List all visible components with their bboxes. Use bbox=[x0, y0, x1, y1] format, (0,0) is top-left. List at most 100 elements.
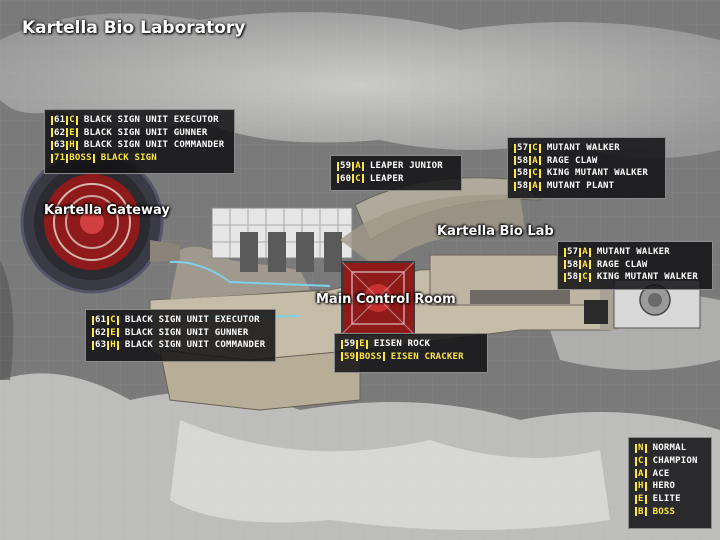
bracket-bar bbox=[564, 272, 566, 282]
bracket-bar bbox=[92, 328, 94, 338]
level-value: 62 bbox=[54, 127, 66, 138]
bracket-bar bbox=[341, 352, 343, 362]
rank-value: BOSS bbox=[69, 153, 92, 164]
enemy-name: MUTANT WALKER bbox=[596, 247, 670, 258]
bracket-bar bbox=[75, 140, 78, 150]
bracket-bar bbox=[588, 260, 591, 270]
rank-name: BOSS bbox=[652, 506, 676, 517]
bracket-bar bbox=[579, 247, 582, 257]
bracket-bar bbox=[51, 128, 53, 138]
bracket-bar bbox=[116, 340, 119, 350]
bracket-bar bbox=[361, 174, 364, 184]
bracket-bar bbox=[75, 128, 78, 138]
level-value: 58 bbox=[517, 181, 529, 192]
bracket-bar bbox=[51, 140, 53, 150]
bracket-bar bbox=[644, 481, 647, 491]
rank-value: H bbox=[110, 340, 116, 351]
rank-value: BOSS bbox=[359, 351, 382, 362]
bracket-bar bbox=[66, 128, 69, 138]
bracket-bar bbox=[564, 260, 566, 270]
legend-row: E ELITE bbox=[634, 493, 707, 506]
bracket-bar bbox=[356, 352, 359, 362]
bracket-bar bbox=[514, 168, 516, 178]
rank-value: B bbox=[638, 506, 644, 517]
bracket-bar bbox=[635, 456, 637, 466]
enemy-name: KING MUTANT WALKER bbox=[596, 272, 699, 283]
rank-name: NORMAL bbox=[652, 443, 687, 454]
rank-name: ELITE bbox=[652, 494, 681, 505]
bracket-bar bbox=[644, 456, 647, 466]
rank-value: A bbox=[532, 181, 538, 192]
enemy-name: BLACK SIGN UNIT GUNNER bbox=[124, 327, 249, 338]
rank-value: E bbox=[359, 339, 365, 350]
rank-name: CHAMPION bbox=[652, 456, 698, 467]
rank-value: H bbox=[638, 481, 644, 492]
bracket-bar bbox=[635, 469, 637, 479]
bracket-bar bbox=[66, 153, 69, 163]
level-value: 61 bbox=[95, 315, 107, 326]
level-value: 60 bbox=[340, 173, 352, 184]
bracket-bar bbox=[337, 161, 339, 171]
level-value: 62 bbox=[95, 327, 107, 338]
bracket-bar bbox=[356, 339, 359, 349]
enemy-name: KING MUTANT WALKER bbox=[546, 168, 649, 179]
bracket-bar bbox=[116, 315, 119, 325]
bracket-bar bbox=[635, 494, 637, 504]
bracket-bar bbox=[382, 352, 385, 362]
rank-tag: H bbox=[634, 481, 648, 491]
bracket-bar bbox=[644, 469, 647, 479]
enemy-name: BLACK SIGN UNIT EXECUTOR bbox=[124, 315, 260, 326]
bracket-bar bbox=[75, 115, 78, 125]
enemy-name: LEAPER JUNIOR bbox=[369, 161, 443, 172]
bracket-bar bbox=[51, 115, 53, 125]
bracket-bar bbox=[92, 340, 94, 350]
enemy-name: RAGE CLAW bbox=[596, 259, 648, 270]
rank-value: E bbox=[638, 494, 644, 505]
bracket-bar bbox=[337, 174, 339, 184]
map-title: Kartella Bio Laboratory bbox=[22, 18, 246, 38]
level-value: 71 bbox=[54, 153, 66, 164]
rank-tag: E bbox=[634, 494, 648, 504]
legend-row: H HERO bbox=[634, 480, 707, 493]
bracket-bar bbox=[66, 115, 69, 125]
rank-value: C bbox=[532, 168, 538, 179]
bracket-bar bbox=[644, 507, 647, 517]
bracket-bar bbox=[529, 168, 532, 178]
level-value: 58 bbox=[517, 155, 529, 166]
rank-tag: N bbox=[634, 443, 648, 453]
enemy-name: EISEN ROCK bbox=[373, 339, 431, 350]
bracket-bar bbox=[644, 494, 647, 504]
level-value: 63 bbox=[54, 140, 66, 151]
rank-name: ACE bbox=[652, 468, 670, 479]
bracket-bar bbox=[579, 260, 582, 270]
legend-row: C CHAMPION bbox=[634, 455, 707, 468]
bracket-bar bbox=[107, 315, 110, 325]
rank-value: C bbox=[638, 456, 644, 467]
area-label-bio-lab: Kartella Bio Lab bbox=[437, 224, 554, 239]
bracket-bar bbox=[588, 272, 591, 282]
rank-name: HERO bbox=[652, 481, 676, 492]
legend-row: B BOSS bbox=[634, 505, 707, 518]
